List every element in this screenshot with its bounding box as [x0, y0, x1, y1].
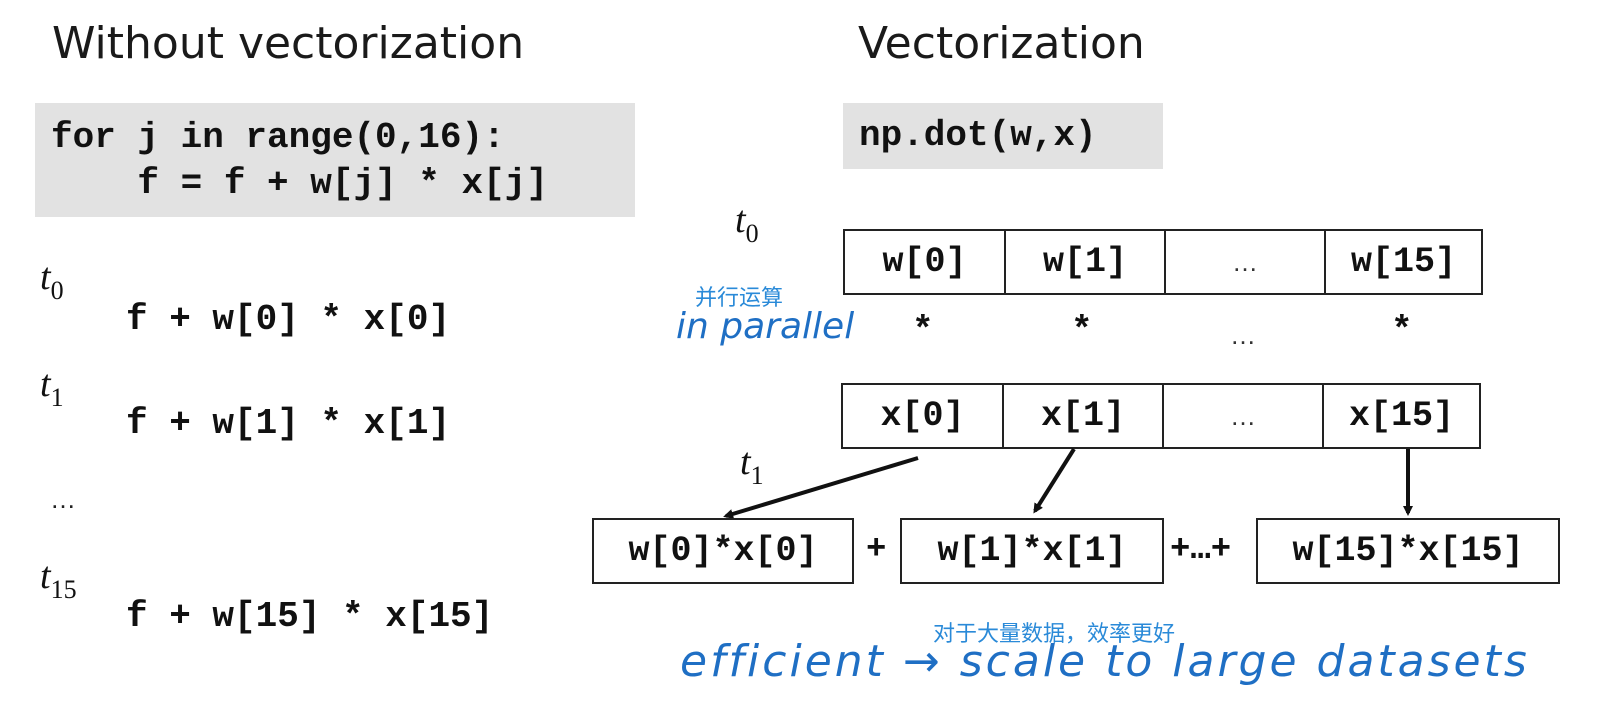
efficient-scale-annotation: efficient → scale to large datasets — [680, 636, 1530, 687]
arrow-0 — [723, 456, 919, 519]
product-box-15: w[15]*x[15] — [1256, 518, 1560, 584]
w-cell-ellipsis: … — [1164, 231, 1324, 293]
x-cell-15: x[15] — [1322, 385, 1479, 447]
loop-code-block: for j in range(0,16): f = f + w[j] * x[j… — [35, 103, 635, 217]
step-expression-1: f + w[1] * x[1] — [126, 403, 451, 444]
step-expression-0: f + w[0] * x[0] — [126, 299, 451, 340]
npdot-code: np.dot(w,x) — [859, 115, 1097, 156]
plus-ellipsis-plus: +…+ — [1170, 531, 1232, 569]
product-box-0: w[0]*x[0] — [592, 518, 854, 584]
w-vector-row: w[0] w[1] … w[15] — [843, 229, 1483, 295]
plus-sign-1: + — [866, 531, 887, 569]
product-box-1: w[1]*x[1] — [900, 518, 1164, 584]
multiply-star-15: * — [1391, 310, 1413, 351]
time-label-t0-right: t0 — [735, 199, 759, 248]
w-cell-1: w[1] — [1004, 231, 1164, 293]
multiply-ellipsis: … — [1230, 320, 1256, 350]
x-cell-1: x[1] — [1002, 385, 1162, 447]
parallel-cn-annotation: 并行运算 — [695, 286, 784, 311]
x-cell-ellipsis: … — [1162, 385, 1322, 447]
multiply-star-1: * — [1071, 310, 1093, 351]
time-label-t15-left: t15 — [40, 555, 77, 604]
x-cell-0: x[0] — [880, 396, 965, 436]
w-cell-15: w[15] — [1324, 231, 1481, 293]
code-line-2: f = f + w[j] * x[j] — [51, 163, 548, 204]
left-heading: Without vectorization — [52, 18, 525, 69]
x-vector-row: x[0] x[1] … x[15] — [841, 383, 1481, 449]
arrow-1 — [1033, 447, 1076, 514]
step-expression-15: f + w[15] * x[15] — [126, 596, 494, 637]
time-label-t0-left: t0 — [40, 256, 64, 305]
code-line-1: for j in range(0,16): — [51, 117, 505, 158]
npdot-code-block: np.dot(w,x) — [843, 103, 1163, 169]
left-ellipsis: … — [50, 484, 76, 514]
efficiency-cn-annotation: 对于大量数据，效率更好 — [933, 622, 1176, 647]
time-label-t1-right: t1 — [740, 441, 764, 490]
w-cell-0: w[0] — [882, 242, 967, 282]
time-label-t1-left: t1 — [40, 363, 64, 412]
multiply-star-0: * — [912, 310, 934, 351]
in-parallel-annotation: in parallel — [676, 306, 855, 347]
right-heading: Vectorization — [858, 18, 1145, 69]
